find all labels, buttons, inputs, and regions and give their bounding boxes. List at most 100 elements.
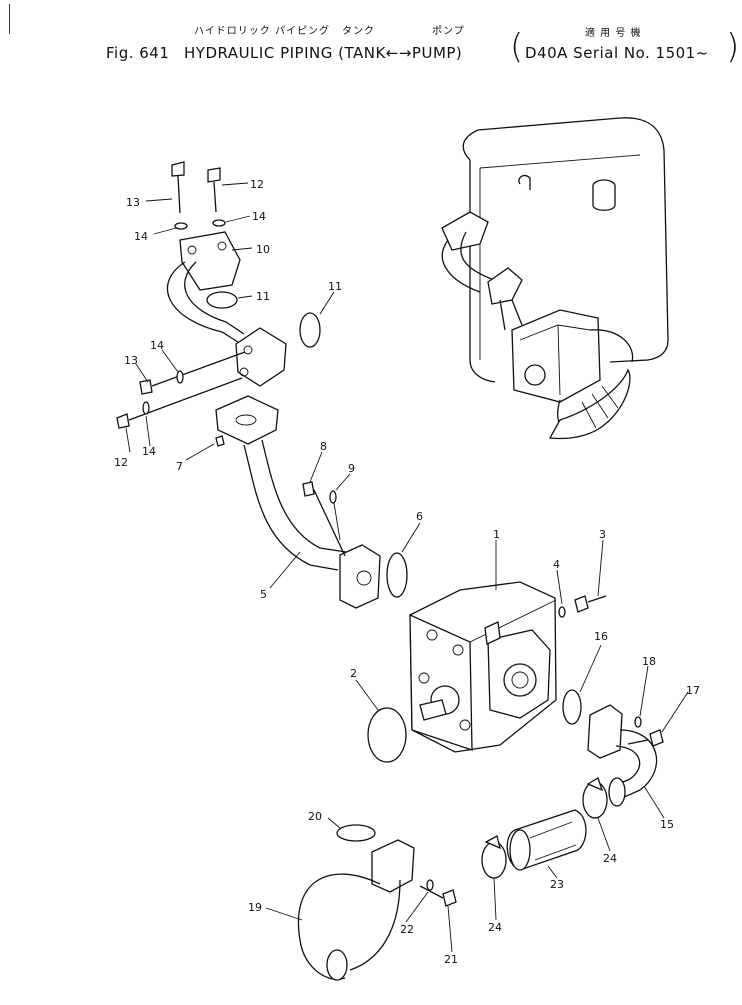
main-pump-assembly [367, 581, 607, 763]
washer-22 [426, 879, 434, 891]
tank-outlet-flange [487, 267, 523, 305]
tank-flange [441, 211, 489, 251]
figure-title: HYDRAULIC PIPING (TANK←→PUMP) [184, 44, 463, 62]
bolt-13-head [171, 161, 185, 177]
bolt-21-head [442, 889, 457, 907]
callout-17: 17 [686, 684, 700, 697]
pump-1-bolt-b [452, 644, 464, 656]
jp-applicable-models: 適 用 号 機 [585, 28, 642, 39]
callout-14-mid: 14 [150, 339, 164, 352]
elbow-15-end [608, 777, 626, 807]
tank-edge [479, 154, 641, 360]
bolt-17-head [649, 729, 664, 747]
callout-24-right: 24 [603, 852, 617, 865]
o-ring-2 [367, 707, 407, 763]
suction-pipe-assembly [297, 839, 457, 981]
callout-13-top: 13 [126, 196, 140, 209]
pipe-19-end [326, 949, 348, 981]
callout-18: 18 [642, 655, 656, 668]
elbow-15-outer [619, 729, 658, 799]
tank-side [469, 160, 496, 383]
bolt-12-head [207, 167, 221, 183]
washer-14-b [212, 219, 226, 227]
flange-hole-b [217, 241, 227, 251]
tank-pump-shaft [524, 364, 546, 386]
tank-elbow [441, 231, 495, 293]
tank-cap [592, 186, 616, 211]
callout-2: 2 [350, 667, 357, 680]
bolt-3-head [574, 595, 589, 613]
bolt-12-lower-head [116, 413, 130, 429]
pump-1-shaft [419, 699, 447, 721]
washer-18 [634, 716, 642, 728]
middle-pipe-assembly [215, 395, 408, 609]
callout-5: 5 [260, 588, 267, 601]
elbow-15-flange [587, 704, 623, 759]
o-ring-11 [206, 291, 238, 309]
callout-11-right: 11 [328, 280, 342, 293]
pipe-flange [235, 327, 287, 387]
flange-hole-a [187, 245, 197, 255]
pipe-flange-hole-b [239, 367, 249, 377]
jp-title-tank: タンク [342, 26, 375, 37]
split-flange-10 [179, 231, 241, 291]
tank-suction-hose [548, 368, 631, 440]
elbow-15-inner [611, 745, 641, 787]
callout-10: 10 [256, 243, 270, 256]
washer-9-leader [333, 502, 341, 541]
bolt-13-shank [177, 175, 181, 214]
pipe-flange-hole-a [243, 345, 253, 355]
callout-1: 1 [493, 528, 500, 541]
hose-23-shading [529, 821, 577, 861]
callout-6: 6 [416, 510, 423, 523]
callout-24-lower: 24 [488, 921, 502, 934]
pipe-5-end-flange [339, 544, 381, 609]
bolt-13-lower-head [139, 379, 153, 395]
tank-hook [518, 174, 531, 190]
o-ring-11-b [299, 312, 321, 348]
o-ring-20 [336, 824, 376, 842]
pipe-19-inner [349, 879, 401, 971]
pipe-5-inner [261, 439, 347, 553]
callout-7: 7 [176, 460, 183, 473]
washer-14-a [174, 222, 188, 230]
upper-pipe-inner [184, 261, 245, 335]
figure-number: Fig. 641 [106, 44, 170, 62]
callout-19: 19 [248, 901, 262, 914]
clamp-24-b-screw [484, 835, 501, 850]
callout-9: 9 [348, 462, 355, 475]
washer-9 [329, 490, 337, 504]
open-paren: ( [510, 27, 524, 67]
bolt-17-shank [627, 739, 649, 745]
pump-1-nameplate [484, 621, 501, 645]
tank-assembly [441, 117, 669, 440]
pump-1-side-port-ring [503, 663, 537, 697]
pump-1-bolt-d [459, 719, 471, 731]
plug-7 [215, 435, 225, 447]
tank-pump-edges [519, 324, 591, 396]
title-block: ハイドロリック パイピング タンク ポンプ 適 用 号 機 Fig. 641 H… [0, 0, 742, 80]
pipe-5-end-bore [356, 570, 372, 586]
washer-4 [558, 606, 566, 618]
callout-3: 3 [599, 528, 606, 541]
callout-8: 8 [320, 440, 327, 453]
tank-outlet-pipe [499, 299, 523, 331]
clamp-24-b [481, 841, 507, 879]
pipe-5-outer [243, 444, 339, 571]
jp-title-pump: ポンプ [432, 26, 465, 37]
callout-22: 22 [400, 923, 414, 936]
bolt-21-shank [419, 885, 444, 899]
o-ring-6 [386, 552, 408, 598]
bolt-12-shank [213, 181, 217, 213]
pipe-5-top-bore [235, 414, 257, 426]
callout-14-lower: 14 [142, 445, 156, 458]
callout-14-top-right: 14 [252, 210, 266, 223]
clamp-24-a-screw [586, 777, 604, 792]
tank-body [462, 117, 669, 363]
pipe-19-outer [297, 873, 381, 980]
callout-15: 15 [660, 818, 674, 831]
pump-1-side-port-bore [511, 671, 529, 689]
hose-23-end [509, 829, 531, 871]
pump-1-bolt-c [418, 672, 430, 684]
callout-23: 23 [550, 878, 564, 891]
